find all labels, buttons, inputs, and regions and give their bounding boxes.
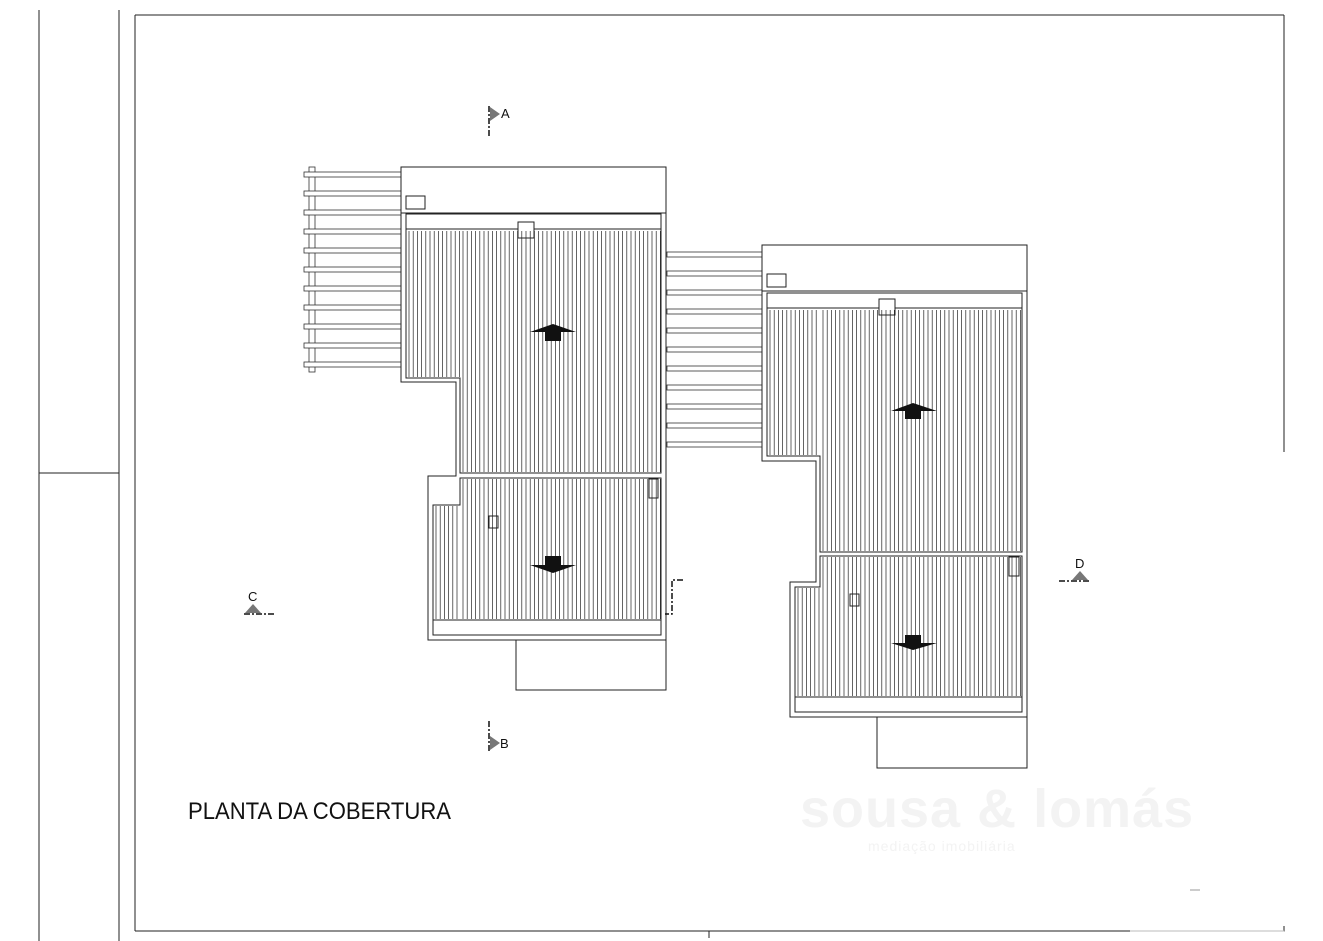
section-label-a: A bbox=[501, 106, 510, 121]
section-arrow-b bbox=[490, 736, 500, 750]
slope-arrow-down bbox=[891, 635, 937, 650]
section-label-c: C bbox=[248, 589, 257, 604]
watermark-subtitle: mediação imobiliária bbox=[868, 838, 1016, 854]
pergola-connector bbox=[666, 251, 763, 448]
section-label-d: D bbox=[1075, 556, 1084, 571]
section-arrow-a bbox=[490, 107, 500, 121]
slope-arrow-up bbox=[891, 403, 937, 419]
right-building-roof bbox=[666, 244, 1028, 769]
pergola-left bbox=[303, 166, 402, 373]
right-roof-tiles bbox=[769, 310, 1021, 696]
sheet-frame bbox=[38, 10, 1285, 941]
section-label-b: B bbox=[500, 736, 509, 751]
watermark-logo: sousa & lomás bbox=[800, 779, 1195, 839]
left-roof-tiles bbox=[408, 231, 661, 619]
section-arrow-d bbox=[1072, 571, 1088, 580]
slope-arrow-down bbox=[530, 556, 576, 573]
section-arrow-c bbox=[245, 604, 261, 613]
left-building-roof bbox=[303, 166, 667, 691]
drawing-title: PLANTA DA COBERTURA bbox=[188, 798, 451, 825]
slope-arrow-up bbox=[530, 324, 576, 341]
